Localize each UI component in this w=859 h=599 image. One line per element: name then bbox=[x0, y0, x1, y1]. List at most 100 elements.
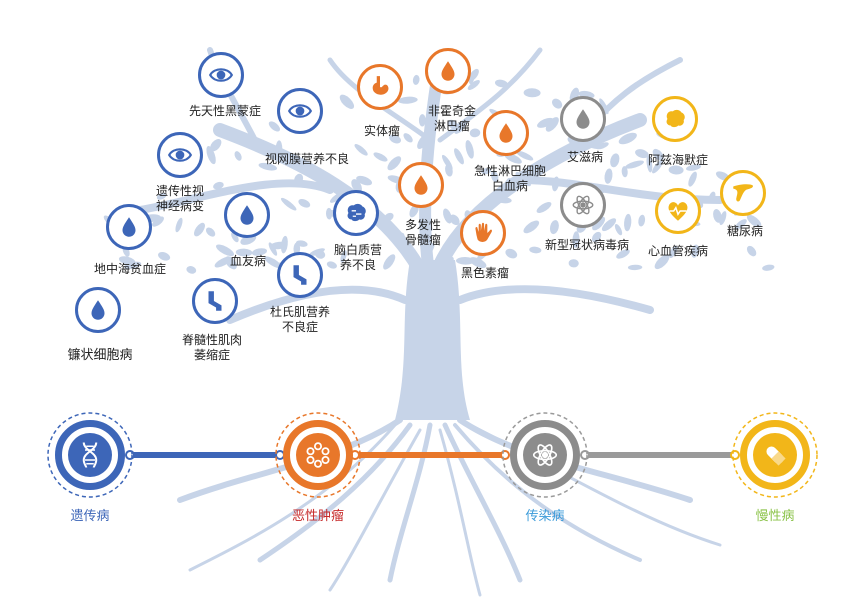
leaf bbox=[258, 162, 278, 171]
label-melanoma: 黑色素瘤 bbox=[460, 266, 510, 280]
heart-icon bbox=[668, 202, 688, 221]
leaf bbox=[552, 98, 563, 109]
leaf bbox=[280, 197, 297, 211]
node-leukodystrophy bbox=[333, 190, 379, 236]
node-sickle-cell bbox=[75, 287, 121, 333]
leaf bbox=[418, 114, 426, 127]
leaf bbox=[624, 213, 632, 232]
leaf bbox=[339, 94, 355, 109]
node-melanoma bbox=[460, 210, 506, 256]
leaf bbox=[340, 250, 347, 263]
leaf bbox=[545, 117, 559, 132]
leaf bbox=[314, 249, 326, 259]
capsule-icon bbox=[766, 446, 786, 466]
leaf bbox=[537, 117, 554, 128]
leaf bbox=[654, 254, 670, 270]
leaf bbox=[668, 165, 684, 175]
leaf bbox=[397, 96, 418, 104]
node-congenital-amaurosis bbox=[198, 52, 244, 98]
leaf bbox=[215, 244, 235, 257]
label-alzheimers: 阿兹海默症 bbox=[647, 153, 709, 167]
leaf bbox=[194, 222, 205, 237]
leaf bbox=[213, 181, 224, 190]
leaf bbox=[713, 209, 722, 223]
label-congenital-amaurosis: 先天性黑蒙症 bbox=[188, 104, 262, 118]
blood-drop-icon bbox=[240, 205, 254, 225]
leaf bbox=[505, 248, 518, 259]
leaf bbox=[206, 146, 216, 165]
label-hereditary-optic-neuropathy: 遗传性视 神经病变 bbox=[155, 184, 205, 213]
pancreas-icon bbox=[733, 184, 753, 202]
node-nhl bbox=[425, 48, 471, 94]
label-sickle-cell: 镰状细胞病 bbox=[67, 348, 133, 363]
label-retinal-dystrophy: 视网膜营养不良 bbox=[264, 152, 350, 166]
leaf bbox=[373, 152, 388, 162]
node-all bbox=[483, 110, 529, 156]
leaf bbox=[762, 264, 775, 271]
category-label-genetic: 遗传病 bbox=[70, 509, 110, 524]
leaf bbox=[356, 175, 373, 186]
node-sma bbox=[192, 278, 238, 324]
node-solid-tumor bbox=[357, 64, 403, 110]
hand-icon bbox=[475, 222, 492, 242]
leaf bbox=[383, 254, 396, 270]
label-covid: 新型冠状病毒病 bbox=[544, 238, 630, 252]
node-multiple-myeloma bbox=[398, 162, 444, 208]
leaf bbox=[523, 220, 540, 234]
blood-drop-icon bbox=[576, 109, 590, 129]
label-all: 急性淋巴细胞 白血病 bbox=[473, 164, 547, 193]
leaf bbox=[264, 256, 282, 269]
leaf bbox=[389, 134, 401, 144]
leaf bbox=[295, 240, 308, 247]
category-infectious bbox=[510, 420, 580, 490]
label-hemophilia: 血友病 bbox=[229, 254, 267, 268]
leaf bbox=[523, 88, 541, 98]
leaf bbox=[231, 232, 239, 243]
leaf bbox=[549, 220, 559, 235]
leaf bbox=[481, 168, 492, 175]
node-hemophilia bbox=[224, 192, 270, 238]
eye-icon bbox=[167, 148, 193, 162]
eye-icon bbox=[287, 104, 313, 118]
leaf bbox=[210, 139, 222, 152]
leaf bbox=[572, 231, 580, 248]
leaf bbox=[441, 154, 453, 170]
blood-drop-icon bbox=[91, 300, 105, 320]
leaf bbox=[646, 155, 653, 173]
leaf bbox=[465, 140, 474, 159]
label-multiple-myeloma: 多发性 骨髓瘤 bbox=[404, 218, 442, 247]
leaf bbox=[746, 214, 762, 228]
leaf bbox=[235, 248, 253, 257]
brain-icon bbox=[347, 203, 366, 222]
category-tumor bbox=[283, 420, 353, 490]
category-genetic bbox=[55, 420, 125, 490]
leaf bbox=[652, 160, 663, 174]
blood-drop-icon bbox=[122, 217, 136, 237]
leaf bbox=[601, 218, 617, 232]
leaf bbox=[616, 249, 630, 259]
label-aids: 艾滋病 bbox=[566, 150, 604, 164]
atom-icon bbox=[532, 444, 558, 466]
leaf bbox=[490, 170, 499, 183]
leaf bbox=[152, 216, 164, 227]
leaf bbox=[467, 80, 480, 90]
leaf bbox=[536, 201, 552, 214]
category-chronic bbox=[740, 420, 810, 490]
leaf bbox=[746, 245, 757, 257]
leaf bbox=[225, 256, 237, 270]
leaf bbox=[449, 214, 460, 226]
leaf bbox=[635, 149, 649, 159]
leaf bbox=[604, 168, 613, 184]
eye-icon bbox=[208, 68, 234, 82]
node-covid bbox=[560, 182, 606, 228]
leaf bbox=[354, 144, 368, 156]
label-thalassemia: 地中海贫血症 bbox=[93, 262, 167, 276]
blood-drop-icon bbox=[441, 61, 455, 81]
leg-icon bbox=[208, 291, 222, 311]
leaf bbox=[614, 223, 623, 236]
leaf bbox=[618, 132, 637, 145]
label-solid-tumor: 实体瘤 bbox=[363, 124, 401, 138]
leaf bbox=[158, 252, 171, 261]
